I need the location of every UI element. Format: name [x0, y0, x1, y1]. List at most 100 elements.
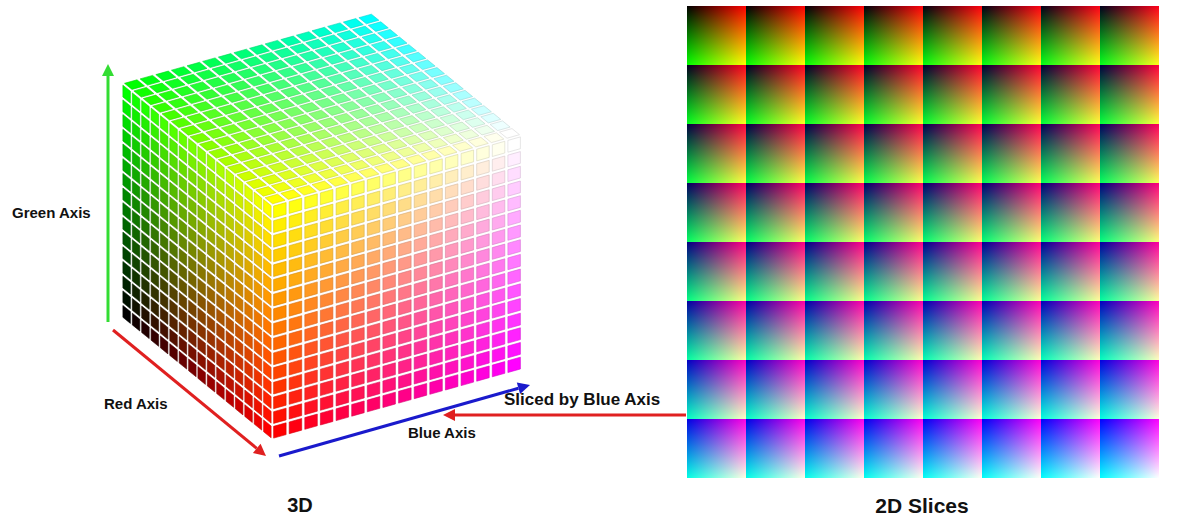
cube-cell — [181, 126, 201, 136]
cube-cell — [243, 159, 263, 169]
cube-cell — [262, 72, 282, 82]
cube-cell — [350, 109, 370, 119]
cube-cell — [306, 91, 326, 101]
cube-cell — [198, 176, 206, 194]
cube-cell — [198, 249, 206, 267]
slice-green — [805, 419, 864, 478]
slice-red — [746, 242, 805, 301]
cube-cell — [274, 217, 287, 232]
cube-cell — [334, 165, 354, 175]
cube-cell — [274, 203, 287, 218]
cube-cell — [278, 119, 298, 129]
cube-cell — [508, 254, 521, 269]
cube-cell — [217, 294, 225, 312]
slice-red — [923, 360, 982, 419]
cube-cell — [207, 374, 215, 392]
cube-cell — [181, 74, 201, 84]
slice-tile — [1100, 6, 1159, 65]
slice-base — [923, 242, 982, 301]
slice-tile — [982, 360, 1041, 419]
cube-cell — [445, 199, 458, 214]
cube-cell — [264, 420, 272, 438]
slice-green — [864, 183, 923, 242]
cube-cell — [274, 408, 287, 423]
slice-tile — [746, 242, 805, 301]
cube-cell — [226, 375, 234, 393]
cube-cell — [305, 238, 318, 253]
cube-cell — [218, 105, 238, 115]
slice-base — [805, 65, 864, 124]
slice-green — [746, 301, 805, 360]
cube-cell — [187, 62, 207, 72]
cube-cell — [343, 121, 363, 131]
slice-tile — [746, 301, 805, 360]
slice-base — [687, 419, 746, 478]
cube-cell — [430, 379, 443, 394]
cube-cell — [235, 368, 243, 386]
cube-cell — [418, 131, 438, 141]
slice-red — [1041, 65, 1100, 124]
slice-green — [1041, 360, 1100, 419]
cube-cell — [226, 345, 234, 363]
cube-cell — [321, 137, 341, 147]
cube-cell — [256, 187, 276, 197]
cube-cell — [253, 116, 273, 126]
cube-cell — [305, 267, 318, 282]
cube-cell — [450, 122, 470, 132]
cube-cell — [189, 241, 197, 259]
cube-cell — [209, 97, 229, 107]
cube-cell — [160, 292, 168, 310]
cube-cell — [367, 220, 380, 235]
slice-tile — [805, 6, 864, 65]
cube-cell — [217, 323, 225, 341]
slice-tile — [1041, 65, 1100, 124]
slice-tile — [1100, 360, 1159, 419]
slice-green — [923, 360, 982, 419]
cube-cell — [378, 81, 398, 91]
cube-cell — [421, 150, 441, 160]
cube-cell — [490, 121, 510, 131]
cube-cell — [305, 311, 318, 326]
cube-cell — [196, 121, 216, 131]
cube-cell — [151, 211, 159, 229]
cube-cell — [132, 240, 140, 258]
slice-base — [864, 183, 923, 242]
cube-cell — [212, 117, 232, 127]
cube-cell — [198, 367, 206, 385]
cube-cell — [217, 235, 225, 253]
cube-cell — [500, 129, 520, 139]
cube-cell — [132, 152, 140, 170]
cube-cell — [367, 397, 380, 412]
cube-cell — [350, 58, 370, 68]
cube-cell — [390, 108, 410, 118]
slice-green — [923, 301, 982, 360]
cube-cell — [170, 241, 178, 259]
cube-cell — [508, 240, 521, 255]
slice-tile — [746, 124, 805, 183]
cube-cell — [437, 95, 457, 105]
cube-cell — [142, 101, 150, 119]
cube-cell — [254, 207, 262, 225]
cube-cell — [200, 90, 220, 100]
slice-red — [982, 419, 1041, 478]
cube-cell — [207, 154, 215, 172]
cube-cell — [336, 317, 349, 332]
cube-cell — [331, 145, 351, 155]
cube-cell — [477, 322, 490, 337]
cube-cell — [315, 149, 335, 159]
cube-cell — [193, 102, 213, 112]
slice-green — [687, 124, 746, 183]
cube-cell — [396, 45, 416, 55]
cube-cell — [320, 322, 333, 337]
cube-cell — [289, 316, 302, 331]
arrow-head — [102, 64, 114, 76]
cube-cell — [508, 166, 521, 181]
slice-green — [923, 65, 982, 124]
slice-tile — [864, 6, 923, 65]
slice-base — [746, 419, 805, 478]
cube-cell — [170, 270, 178, 288]
cube-cell — [477, 351, 490, 366]
slice-base — [687, 65, 746, 124]
cube-cell — [209, 148, 229, 158]
